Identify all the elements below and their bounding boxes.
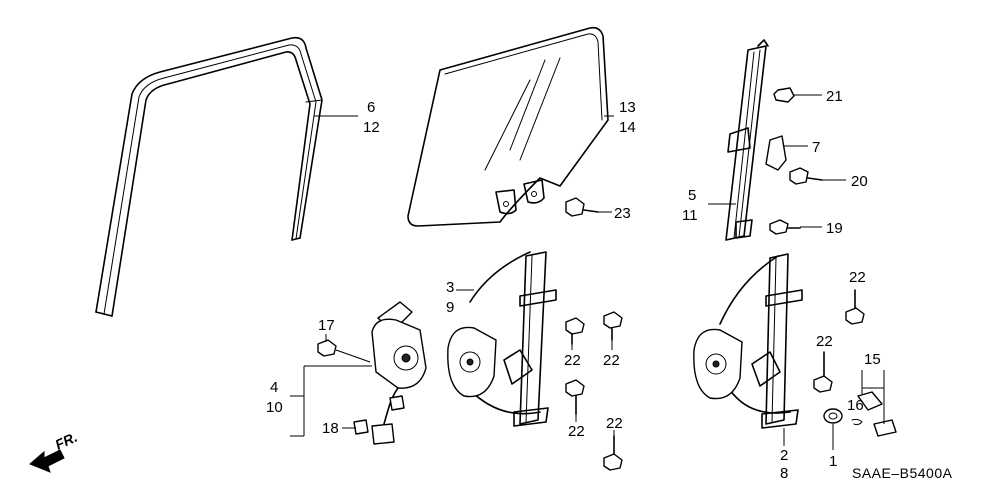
rear-channel (725, 39, 769, 241)
callout-22-f: 22 (816, 333, 833, 350)
callout-22-d: 22 (606, 415, 623, 432)
clip-18-part (353, 419, 369, 435)
regulator-motor (371, 301, 427, 445)
leader-lines (290, 94, 885, 450)
callout-6: 6 (367, 99, 375, 116)
bolt-21 (773, 87, 795, 103)
callout-14: 14 (619, 119, 636, 136)
callout-12: 12 (363, 119, 380, 136)
front-arrow-icon (29, 449, 65, 473)
run-channel (95, 36, 323, 317)
callout-16: 16 (847, 397, 864, 414)
callout-22-b: 22 (603, 352, 620, 369)
bolt-22-a (565, 317, 585, 345)
bolt-20 (789, 167, 823, 185)
front-indicator: FR. (29, 429, 80, 473)
callout-1: 1 (829, 453, 837, 470)
front-label: FR. (53, 429, 80, 453)
callout-22-e: 22 (849, 269, 866, 286)
clip-part (851, 418, 863, 426)
callout-22-c: 22 (568, 423, 585, 440)
bolt-22-f (813, 351, 833, 393)
bolt-23 (565, 197, 599, 217)
callout-10: 10 (266, 399, 283, 416)
callout-18: 18 (322, 420, 339, 437)
callout-22-a: 22 (564, 352, 581, 369)
callout-19: 19 (826, 220, 843, 237)
callout-23: 23 (614, 205, 631, 222)
regulator-right (693, 253, 803, 429)
bolt-22-d (603, 435, 623, 471)
bolt-22-c (565, 379, 585, 415)
callout-4: 4 (270, 379, 278, 396)
callout-13: 13 (619, 99, 636, 116)
callout-11: 11 (682, 207, 698, 224)
bolt-22-b (603, 311, 623, 341)
callout-15: 15 (864, 351, 881, 368)
bolt-22-e (845, 289, 865, 325)
callout-21: 21 (826, 88, 843, 105)
callout-20: 20 (851, 173, 868, 190)
callout-9: 9 (446, 299, 454, 316)
bracket-part (765, 135, 787, 171)
callout-2: 2 (780, 447, 788, 464)
callout-labels: 6 12 13 14 5 11 21 7 20 19 23 3 9 17 4 1… (266, 88, 881, 482)
callout-17: 17 (318, 317, 335, 334)
callout-8: 8 (780, 465, 788, 482)
grommet-part (823, 408, 843, 424)
diagram-code: SAAE–B5400A (852, 465, 953, 481)
callout-7: 7 (812, 139, 820, 156)
handle-part-lower (873, 419, 897, 437)
callout-3: 3 (446, 279, 454, 296)
bolt-19 (769, 219, 801, 235)
regulator-left (447, 251, 557, 427)
handle-part-upper (857, 391, 883, 411)
bolt-17 (317, 339, 337, 357)
door-glass (407, 26, 609, 227)
callout-5: 5 (688, 187, 696, 204)
